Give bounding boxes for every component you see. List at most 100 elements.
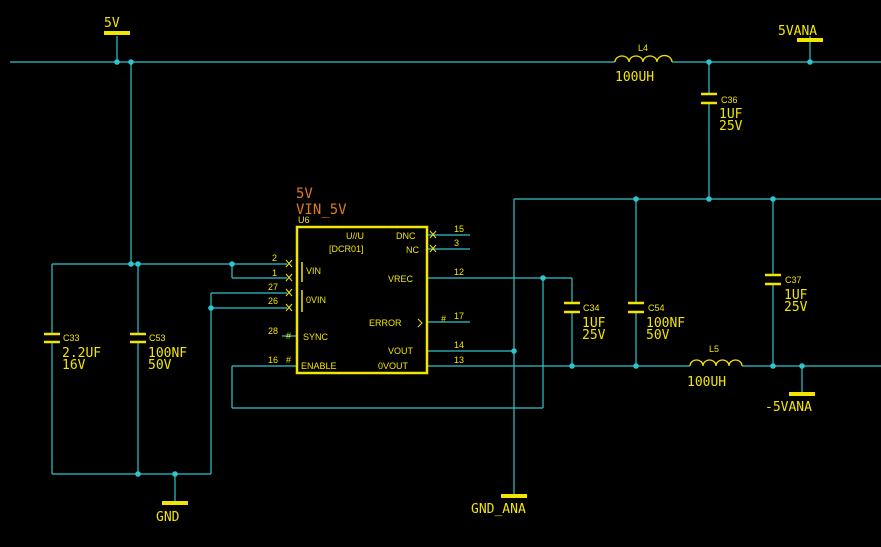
junction [569, 363, 575, 369]
ground-bar [501, 494, 527, 498]
cap-ref: C37 [785, 275, 802, 285]
net-gnd-symbol[interactable]: GND [156, 501, 188, 525]
cap-ref: C36 [721, 95, 738, 105]
capacitor-c34[interactable]: C34 1UF 25V [564, 301, 606, 343]
ic-pin-27[interactable]: 27 0VIN [268, 282, 326, 305]
inductor-value: 100UH [615, 70, 654, 85]
pin-number: 17 [454, 311, 464, 321]
pin-x-marker [285, 288, 293, 297]
cap-value: 100NF [646, 316, 685, 331]
net-5v-symbol[interactable]: 5V [104, 16, 130, 35]
cap-ref: C33 [63, 333, 80, 343]
ic-u6[interactable]: 5V VIN_5V U6 U//U [DCR01] 2 VIN 1 27 0VI… [268, 186, 464, 375]
ic-pin-17[interactable]: 17 ERROR # [369, 311, 464, 328]
pin-number: 14 [454, 340, 464, 350]
cap-rating: 50V [646, 328, 670, 343]
ic-pin-1[interactable]: 1 [272, 268, 293, 282]
inductor-l4[interactable]: L4 100UH [614, 43, 673, 85]
junctions [114, 59, 813, 477]
pin-number: 28 [268, 326, 278, 336]
cap-value: 100NF [148, 346, 187, 361]
junction [770, 363, 776, 369]
pin-name: 0VIN [306, 295, 326, 305]
inductor-l5[interactable]: L5 100UH [687, 344, 743, 390]
pin-name: NC [406, 245, 419, 255]
ic-pin-2[interactable]: 2 VIN [272, 253, 321, 276]
junction [633, 363, 639, 369]
junction [807, 59, 813, 65]
pin-name: VREC [388, 274, 414, 284]
ic-pin-16[interactable]: 16 ENABLE # [268, 355, 337, 371]
junction [172, 471, 178, 477]
pin-number: 13 [454, 355, 464, 365]
pin-hash-marker: # [286, 331, 291, 341]
power-bar [789, 392, 815, 396]
pin-name: SYNC [303, 332, 329, 342]
net-label-5v: 5V [104, 16, 120, 31]
pin-x-marker [285, 303, 293, 312]
cap-value: 2.2UF [62, 346, 101, 361]
net-gnd-ana-symbol[interactable]: GND_ANA [471, 494, 527, 517]
pin-name: DNC [396, 231, 416, 241]
pin-number: 12 [454, 267, 464, 277]
ic-attr-5v: 5V [296, 186, 313, 202]
pin-number: 26 [268, 296, 278, 306]
pin-hash-marker: # [286, 355, 291, 365]
ic-attr-vin-5v: VIN_5V [296, 202, 347, 218]
pin-number: 16 [268, 355, 278, 365]
ic-pin-13[interactable]: 13 0VOUT [378, 355, 464, 371]
net-label-gnd: GND [156, 510, 180, 525]
open-collector-marker [417, 318, 423, 328]
ic-part: [DCR01] [329, 244, 364, 254]
junction [135, 261, 141, 267]
pin-number: 2 [272, 253, 277, 263]
power-bar [797, 38, 823, 42]
ic-pin-28[interactable]: 28 SYNC # [268, 326, 329, 342]
cap-value: 1UF [582, 316, 606, 331]
junction [540, 275, 546, 281]
net-neg5vana-symbol[interactable]: -5VANA [765, 392, 815, 415]
pin-number: 1 [272, 268, 277, 278]
cap-rating: 50V [148, 358, 172, 373]
pin-x-marker [285, 259, 293, 268]
pin-name: VOUT [388, 346, 414, 356]
pin-x-marker [429, 230, 437, 239]
cap-rating: 25V [582, 328, 606, 343]
pin-name: ERROR [369, 318, 402, 328]
ic-pin-12[interactable]: 12 VREC [388, 267, 464, 284]
inductor-coil [689, 359, 743, 367]
pin-x-marker [285, 273, 293, 282]
capacitor-c36[interactable]: C36 1UF 25V [701, 92, 743, 134]
ic-body [295, 225, 429, 375]
cap-ref: C54 [648, 303, 665, 313]
cap-rating: 16V [62, 358, 86, 373]
ic-pin-3[interactable]: 3 NC [406, 238, 459, 255]
ic-pin-26[interactable]: 26 [268, 296, 293, 312]
cap-rating: 25V [784, 300, 808, 315]
wires [10, 36, 881, 501]
cap-ref: C34 [583, 303, 600, 313]
pin-number: 15 [454, 224, 464, 234]
junction [706, 59, 712, 65]
ic-pin-15[interactable]: 15 DNC [396, 224, 464, 241]
ground-bar [162, 501, 188, 505]
net-5vana-symbol[interactable]: 5VANA [778, 24, 823, 42]
capacitor-c54[interactable]: C54 100NF 50V [628, 301, 685, 343]
inductor-ref: L5 [709, 344, 719, 354]
junction [229, 261, 235, 267]
capacitor-c33[interactable]: C33 2.2UF 16V [44, 332, 101, 373]
pin-hash-marker: # [441, 314, 446, 324]
net-label-gnd-ana: GND_ANA [471, 502, 526, 517]
junction [706, 196, 712, 202]
capacitor-c53[interactable]: C53 100NF 50V [130, 332, 187, 373]
junction [128, 59, 134, 65]
junction [128, 261, 134, 267]
junction [633, 196, 639, 202]
capacitor-c37[interactable]: C37 1UF 25V [765, 273, 808, 315]
junction [208, 305, 214, 311]
cap-value: 1UF [719, 107, 743, 122]
junction [511, 348, 517, 354]
pin-number: 27 [268, 282, 278, 292]
ic-pin-14[interactable]: 14 VOUT [388, 340, 464, 356]
